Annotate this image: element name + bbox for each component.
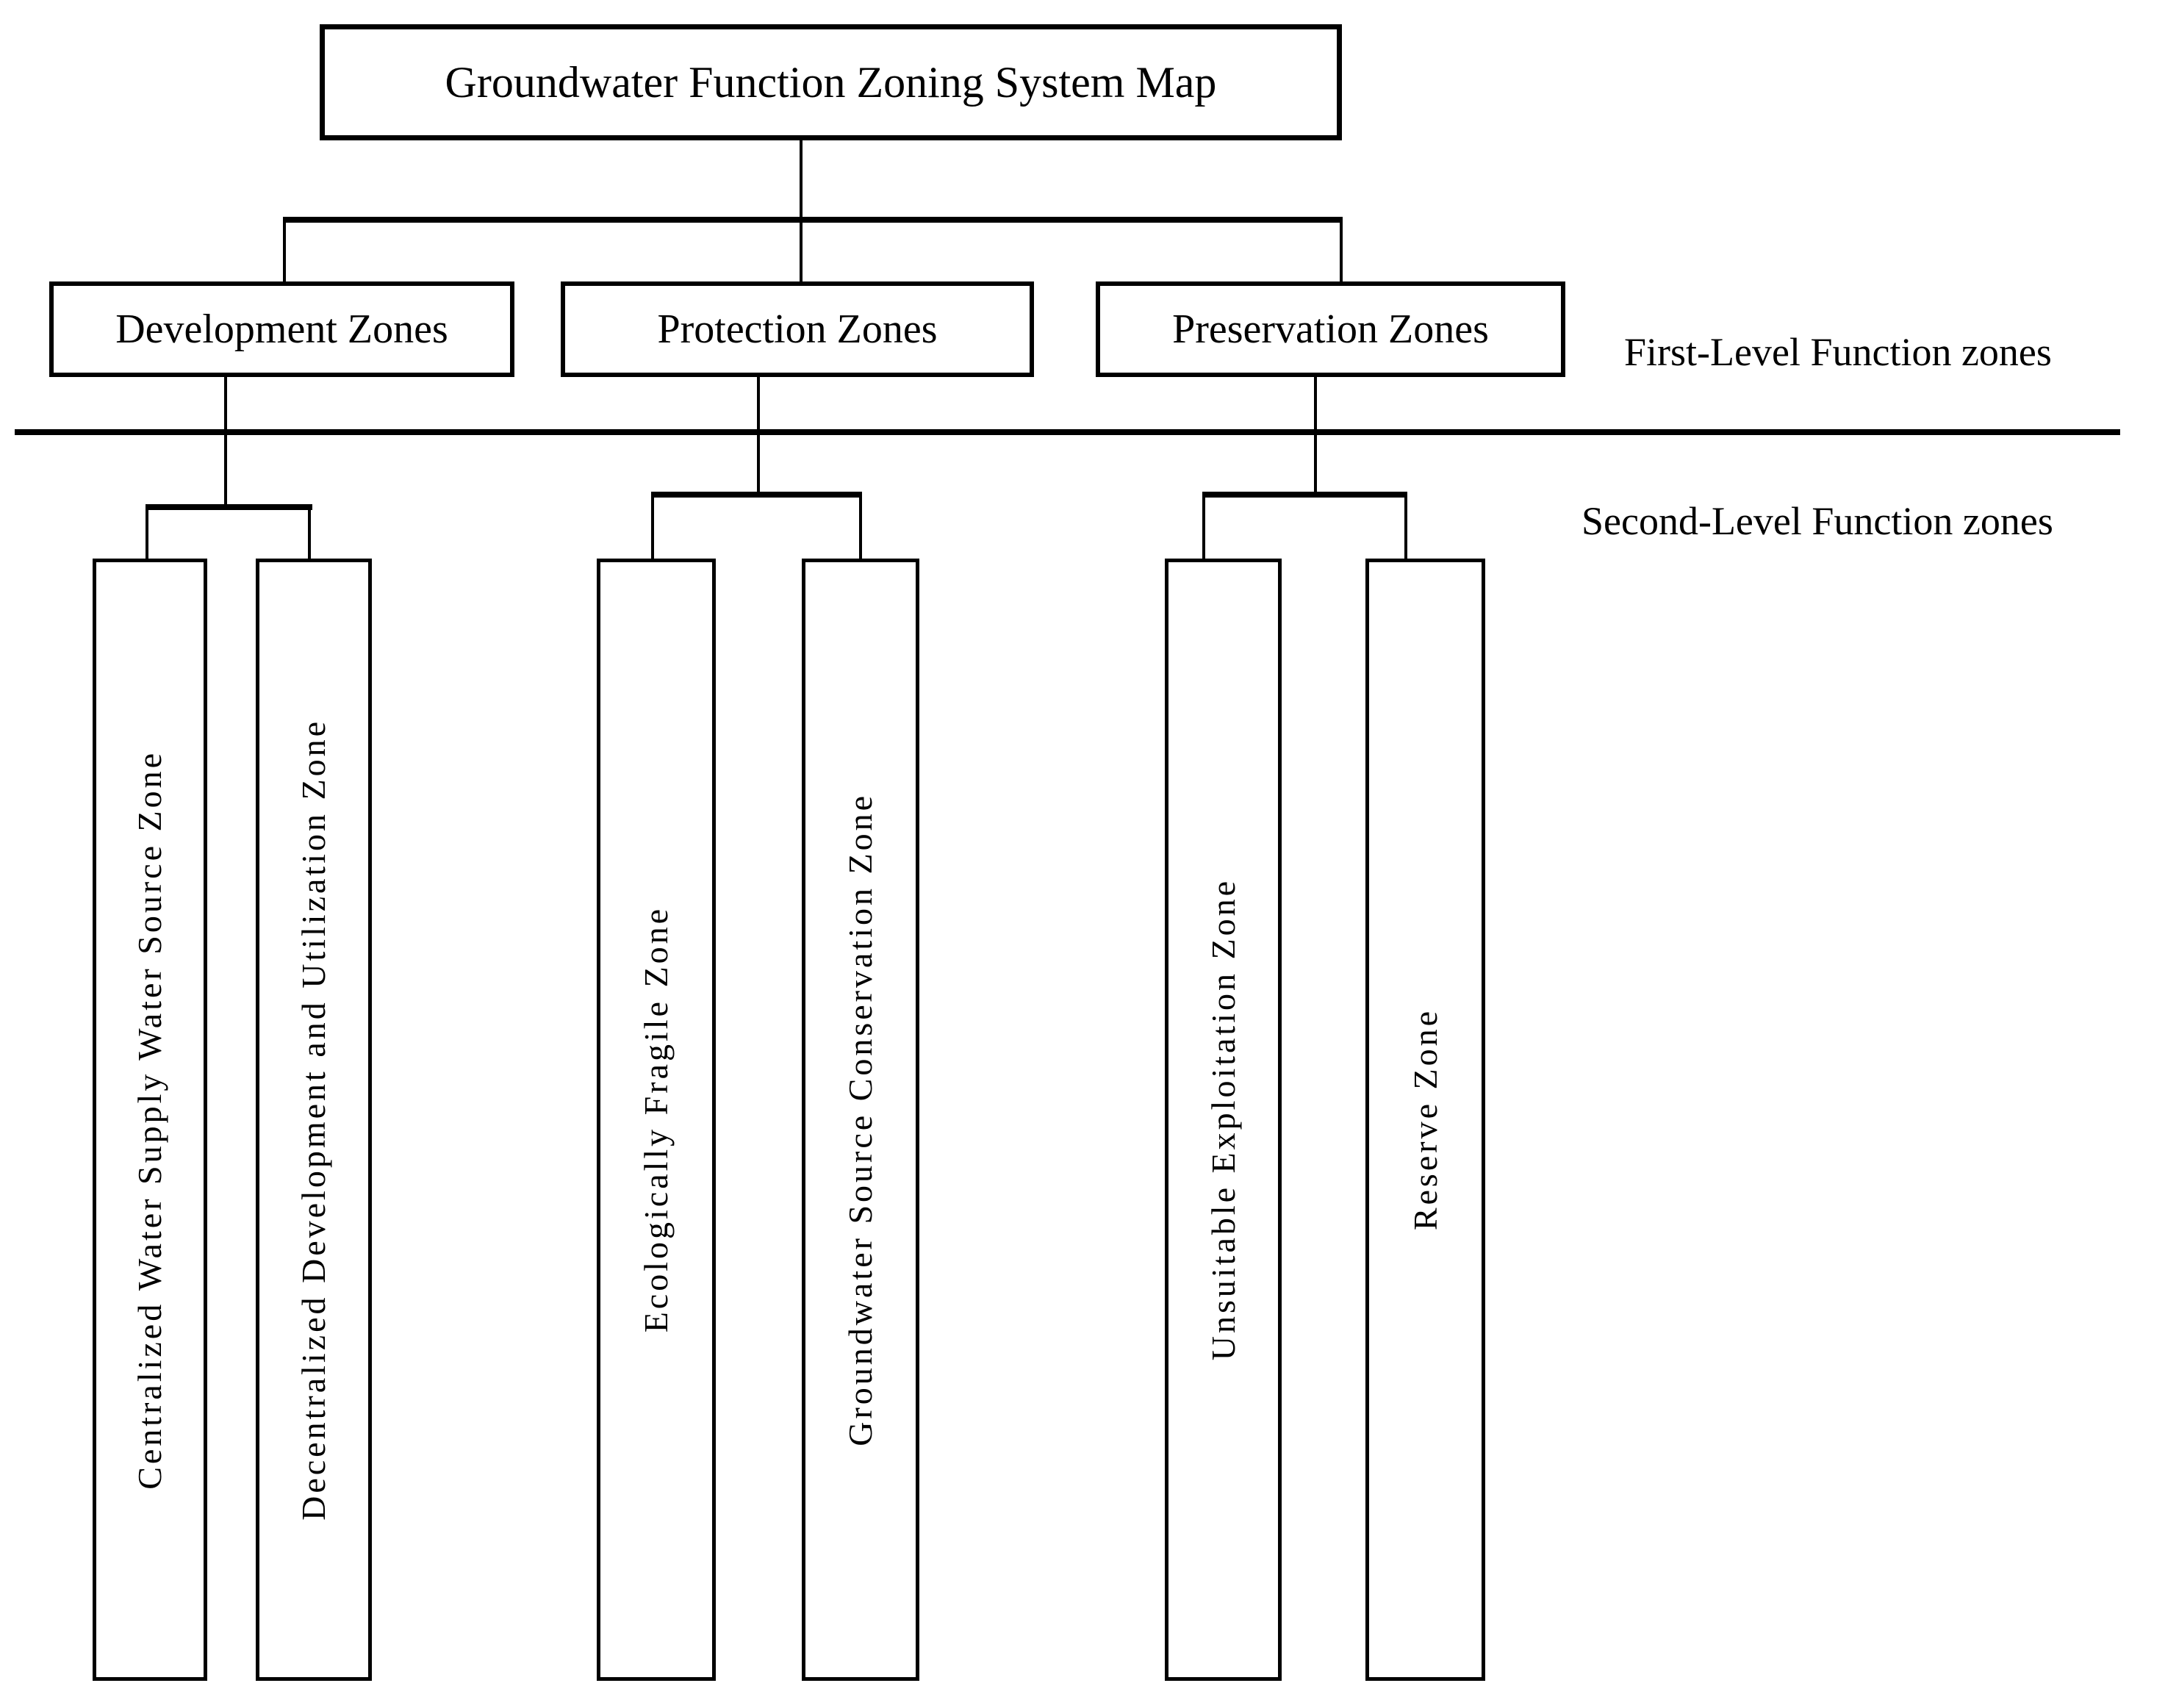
node-preservation-zones: Preservation Zones [1096,281,1565,377]
connector-preservation-to-group [1314,377,1317,496]
bracket-bar-preservation [1202,492,1407,498]
node-protection-zones: Protection Zones [561,281,1034,377]
connector-drop-preservation [1340,217,1343,284]
node-label: Decentralized Development and Utilizatio… [295,719,332,1521]
connector-drop-development [283,217,286,284]
diagram-title: Groundwater Function Zoning System Map [445,57,1217,107]
node-ecologically-fragile-zone: Ecologically Fragile Zone [597,559,716,1681]
node-label: Unsuitable Exploitation Zone [1204,878,1242,1361]
node-unsuitable-exploitation-zone: Unsuitable Exploitation Zone [1165,559,1282,1681]
bracket-drop-development-right [308,504,311,560]
bracket-drop-protection-left [651,492,654,560]
node-label: Ecologically Fragile Zone [637,906,675,1333]
connector-level1-bar [283,217,1343,223]
node-label: Centralized Water Supply Water Source Zo… [131,750,168,1490]
node-development-zones: Development Zones [49,281,514,377]
node-label: Groundwater Source Conservation Zone [841,793,879,1446]
node-label: Preservation Zones [1172,306,1489,352]
bracket-drop-protection-right [859,492,862,560]
node-centralized-water-supply-water-source-zone: Centralized Water Supply Water Source Zo… [93,559,207,1681]
root-node-title-box: Groundwater Function Zoning System Map [320,24,1342,140]
node-label: Reserve Zone [1406,1008,1444,1231]
node-label: Development Zones [115,306,448,352]
first-level-label: First-Level Function zones [1624,330,2052,374]
node-reserve-zone: Reserve Zone [1365,559,1485,1681]
bracket-drop-preservation-right [1404,492,1407,560]
level-divider-line [15,429,2120,435]
node-groundwater-source-conservation-zone: Groundwater Source Conservation Zone [802,559,919,1681]
connector-development-to-group [224,377,227,509]
node-label: Protection Zones [657,306,938,352]
bracket-drop-preservation-left [1202,492,1205,560]
bracket-drop-development-left [146,504,148,560]
bracket-bar-protection [651,492,862,498]
bracket-bar-development [146,504,312,510]
connector-drop-protection [800,217,803,284]
connector-title-stub [800,140,803,220]
connector-protection-to-group [757,377,760,496]
node-decentralized-development-and-utilization-zone: Decentralized Development and Utilizatio… [256,559,372,1681]
second-level-label: Second-Level Function zones [1581,499,2053,543]
